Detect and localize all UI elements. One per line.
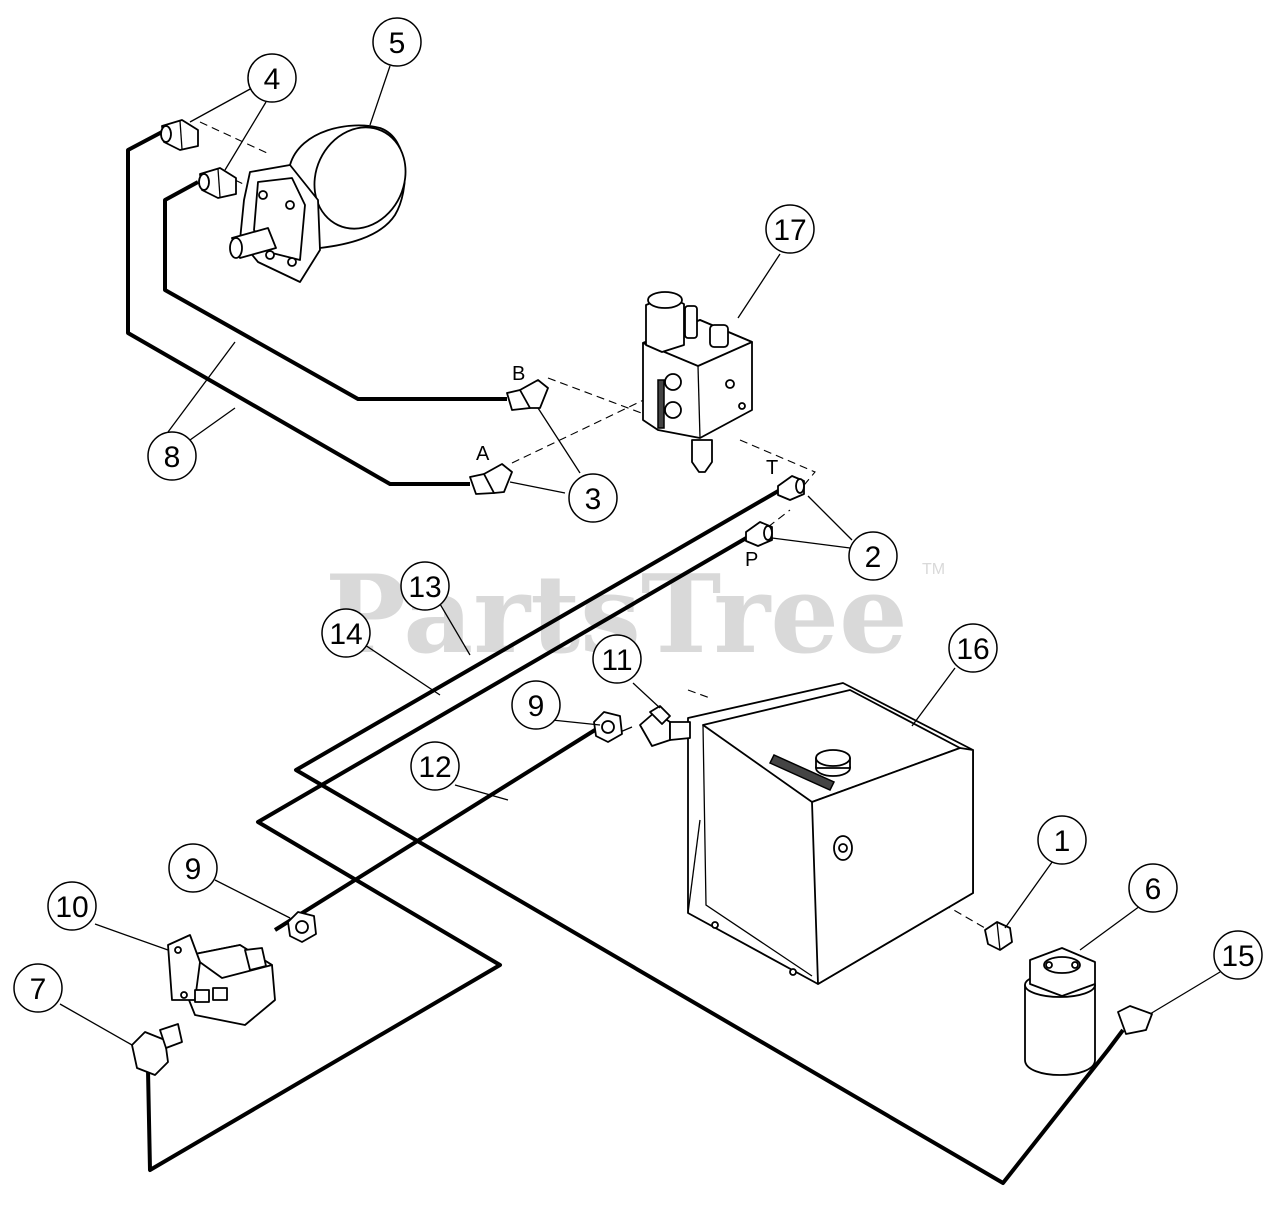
callout-12: 12 xyxy=(410,741,460,791)
filter-elbow-fitting xyxy=(1117,1005,1153,1035)
dash-fitting-11 xyxy=(687,689,711,699)
callout-13-label: 13 xyxy=(408,571,441,604)
hydraulic-tank xyxy=(687,682,974,985)
port-label-t: T xyxy=(766,457,778,479)
callout-8: 8 xyxy=(147,431,197,481)
callout-3: 3 xyxy=(568,473,618,523)
dash-port-t xyxy=(739,439,816,491)
callout-14-label: 14 xyxy=(329,618,362,651)
callout-9-bottom: 9 xyxy=(168,843,218,893)
hydraulic-motor xyxy=(229,124,407,283)
callout-13: 13 xyxy=(400,561,450,611)
callout-2: 2 xyxy=(848,531,898,581)
callout-14: 14 xyxy=(321,608,371,658)
callout-16: 16 xyxy=(948,623,998,673)
callout-12-label: 12 xyxy=(418,751,451,784)
callout-10-label: 10 xyxy=(55,891,88,924)
callout-17-label: 17 xyxy=(773,214,806,247)
callout-10: 10 xyxy=(47,881,97,931)
callout-11-label: 11 xyxy=(601,644,632,677)
control-valve xyxy=(642,291,753,473)
hose-motor-to-port-a xyxy=(126,130,470,486)
pump-elbow-fitting xyxy=(131,1023,183,1076)
callout-2-label: 2 xyxy=(865,541,882,574)
callout-9-bottom-label: 9 xyxy=(185,853,202,886)
valve-straight-fittings xyxy=(745,475,805,547)
callout-15: 15 xyxy=(1213,930,1263,980)
callout-11: 11 xyxy=(592,634,642,684)
callout-1-label: 1 xyxy=(1054,825,1071,858)
dash-port-b xyxy=(547,377,661,421)
tank-suction-fittings xyxy=(287,705,691,943)
tank-fitting xyxy=(984,921,1013,951)
port-label-p: P xyxy=(745,549,758,571)
callout-5: 5 xyxy=(372,17,422,67)
oil-filter xyxy=(1024,947,1096,1076)
port-label-a: A xyxy=(476,443,490,465)
leader-lines xyxy=(59,65,1221,1046)
callout-4-label: 4 xyxy=(264,63,281,96)
hose-14-pressure xyxy=(146,535,750,1172)
hydraulic-pump xyxy=(167,934,276,1026)
callout-1: 1 xyxy=(1037,815,1087,865)
hose-12-suction xyxy=(273,728,597,932)
hose-13-return xyxy=(294,488,1125,1185)
callout-5-label: 5 xyxy=(389,27,406,60)
callout-7-label: 7 xyxy=(30,973,47,1006)
callout-16-label: 16 xyxy=(956,633,989,666)
callout-17: 17 xyxy=(765,204,815,254)
callout-3-label: 3 xyxy=(585,483,602,516)
callout-7: 7 xyxy=(13,963,63,1013)
callout-15-label: 15 xyxy=(1221,940,1254,973)
callout-6-label: 6 xyxy=(1145,873,1162,906)
callout-6: 6 xyxy=(1128,863,1178,913)
callout-9-top-label: 9 xyxy=(528,690,545,723)
hose-motor-to-port-b xyxy=(163,180,507,401)
port-labels: B A T P xyxy=(476,363,778,571)
callout-9-top: 9 xyxy=(511,680,561,730)
trademark-text: TM xyxy=(922,561,945,578)
callout-8-label: 8 xyxy=(164,441,181,474)
motor-fittings xyxy=(160,119,237,199)
hoses xyxy=(126,130,1125,1185)
dash-fitting-4a xyxy=(199,121,268,154)
callouts: 1 2 3 4 5 6 7 8 xyxy=(13,17,1263,1013)
valve-elbow-fittings xyxy=(469,379,549,495)
callout-4: 4 xyxy=(247,53,297,103)
port-label-b: B xyxy=(512,363,525,385)
dash-port-p xyxy=(767,509,791,528)
